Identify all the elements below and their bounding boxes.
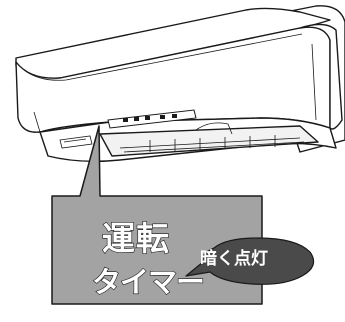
timer-lamp-label: タイマー	[91, 265, 205, 299]
unit-detail-lines	[23, 33, 317, 153]
indicator-lamp-2	[134, 117, 139, 121]
unit-right-side	[299, 23, 343, 130]
indicator-panel	[107, 109, 197, 129]
air-conditioner-unit	[15, 5, 345, 163]
unit-louver	[99, 125, 319, 157]
dim-state-label: 暗く点灯	[200, 249, 268, 269]
indicator-lamp-4	[160, 115, 165, 119]
indicator-lamp-1	[123, 118, 128, 122]
indicator-lamp-5	[172, 114, 177, 118]
operation-lamp-label: 運転	[101, 219, 170, 258]
dim-badge	[185, 237, 315, 285]
indicator-lamp-3	[145, 116, 150, 120]
